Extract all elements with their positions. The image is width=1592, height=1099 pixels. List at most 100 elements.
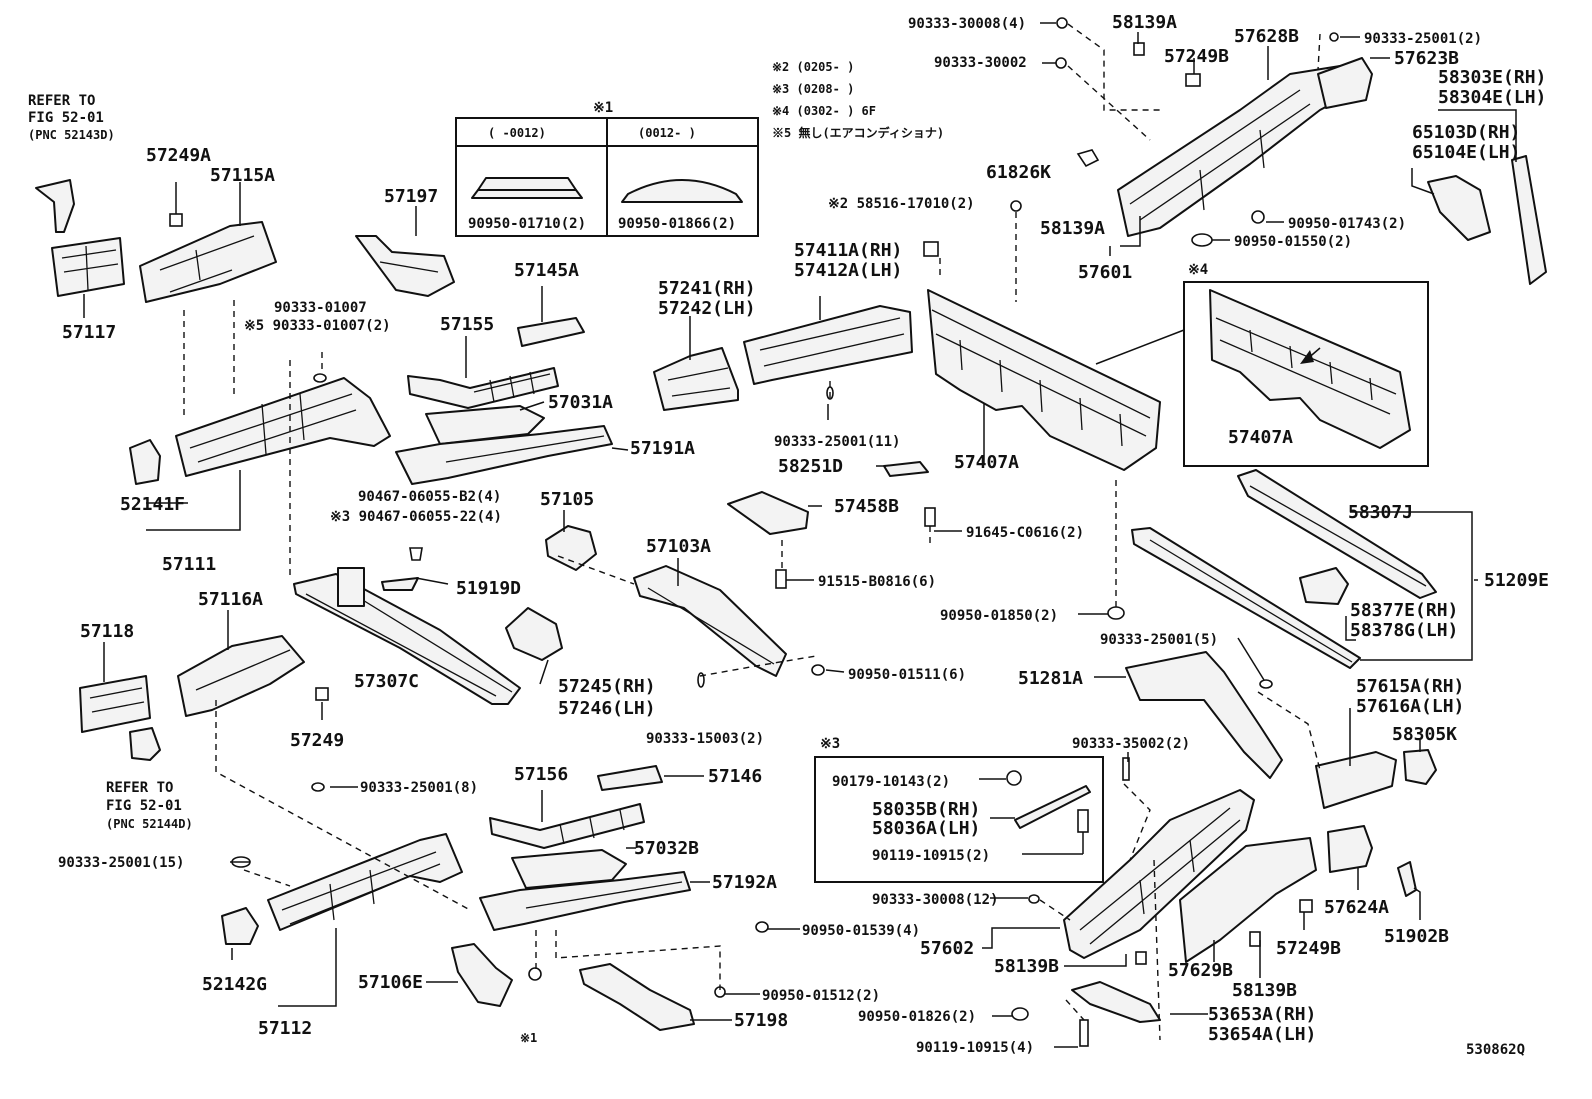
label-57246: 57246(LH)	[558, 698, 656, 719]
label-58251D: 58251D	[778, 456, 843, 477]
bolt-icon	[775, 569, 787, 589]
label-57458B: 57458B	[834, 496, 899, 517]
ref-top-line3: (PNC 52143D)	[28, 128, 115, 142]
label-57155: 57155	[440, 314, 494, 335]
part-58305K-mount	[1403, 749, 1437, 785]
ref-bottom-line3: (PNC 52144D)	[106, 817, 193, 831]
label-90467-b2: 90467-06055-B2(4)	[358, 489, 501, 505]
label-51281A: 51281A	[1018, 668, 1083, 689]
reference-note-top: REFER TO FIG 52-01 (PNC 52143D)	[28, 93, 115, 142]
label-90119-10915-4: 90119-10915(4)	[916, 1040, 1034, 1056]
label-58139B-b: 58139B	[1232, 980, 1297, 1001]
arrow-head-icon	[1300, 350, 1314, 364]
part-57411A-member	[743, 305, 913, 385]
label-91645: 91645-C0616(2)	[966, 525, 1084, 541]
part-57032B-reinforcement	[511, 849, 627, 889]
inset1-col-left: ( -0012)	[488, 126, 546, 140]
plug-icon	[1055, 57, 1067, 69]
label-57156: 57156	[514, 764, 568, 785]
label-58139A-mid: 58139A	[1040, 218, 1105, 239]
label-57249B-top: 57249B	[1164, 46, 1229, 67]
nut-icon	[1191, 233, 1213, 247]
bolt-icon	[924, 507, 936, 527]
label-57111: 57111	[162, 554, 216, 575]
part-57146-reinforcement	[597, 765, 663, 791]
part-57192A-sill	[479, 871, 691, 931]
label-58305K: 58305K	[1392, 724, 1457, 745]
part-52141F-bracket	[129, 439, 161, 485]
bolt-icon	[1122, 757, 1130, 781]
part-57601-front-member	[1117, 65, 1355, 237]
plug-icon	[311, 782, 325, 792]
legend: ※2 (0205- ) ※3 (0208- ) ※4 (0302- ) 6F ※…	[772, 60, 944, 140]
label-90333-25001-2: 90333-25001(2)	[1364, 31, 1482, 47]
hardware	[231, 17, 1339, 1047]
part-57615A-member	[1315, 751, 1397, 809]
part-57155-reinforcement	[407, 367, 559, 409]
part-53653A-bracket	[1071, 981, 1161, 1023]
dash-panel-variant-shape	[1209, 289, 1411, 449]
label-57116A: 57116A	[198, 589, 263, 610]
part-57623B-gusset	[1317, 57, 1373, 109]
clip-icon	[1133, 42, 1145, 56]
label-note1-bottom: ※1	[520, 1031, 537, 1045]
bolt-icon	[1077, 809, 1089, 833]
label-57118: 57118	[80, 621, 134, 642]
label-57032B: 57032B	[634, 838, 699, 859]
clip-icon	[1076, 149, 1100, 168]
assembly-lines	[183, 23, 1321, 1041]
label-90950-01743: 90950-01743(2)	[1288, 216, 1406, 232]
part-57105-extension	[545, 525, 597, 571]
label-90333-01007: 90333-01007	[274, 300, 367, 316]
label-90333-01007-5: ※5 90333-01007(2)	[244, 318, 391, 334]
label-57031A: 57031A	[548, 392, 613, 413]
clip-icon	[1299, 899, 1313, 913]
label-90333-35002: 90333-35002(2)	[1072, 736, 1190, 752]
part-57115A-apron	[139, 213, 277, 303]
part-57156-reinforcement	[489, 803, 645, 849]
inset1-part-right: 90950-01866(2)	[618, 216, 736, 232]
clip-icon	[1185, 73, 1201, 87]
inset4-mark: ※4	[1188, 262, 1208, 278]
clip-57249A-icon	[169, 213, 183, 227]
label-65104E: 65104E(LH)	[1412, 142, 1520, 163]
legend-note-3: ※3 (0208- )	[772, 82, 854, 96]
part-57111-sidemember	[175, 377, 391, 477]
label-57249B-bottom: 57249B	[1276, 938, 1341, 959]
label-58036A: 58036A(LH)	[872, 818, 980, 839]
plug-icon	[313, 373, 327, 383]
label-90333-25001-15: 90333-25001(15)	[58, 855, 184, 871]
clip-icon	[315, 687, 329, 701]
inset-variant-4: ※4 57407A	[1095, 262, 1429, 467]
label-57146: 57146	[708, 766, 762, 787]
part-57245-bracket	[505, 607, 563, 661]
part-58307J-crossmember	[1237, 469, 1437, 599]
part-51209E-frame	[1131, 527, 1361, 669]
label-57117: 57117	[62, 322, 116, 343]
part-57031A-reinforcement	[425, 405, 545, 445]
label-57615A: 57615A(RH)	[1356, 676, 1464, 697]
label-57192A: 57192A	[712, 872, 777, 893]
label-90333-25001-8: 90333-25001(8)	[360, 780, 478, 796]
part-57198-brace	[579, 963, 695, 1031]
label-51902B: 51902B	[1384, 926, 1449, 947]
label-57105: 57105	[540, 489, 594, 510]
label-57602: 57602	[920, 938, 974, 959]
label-57198: 57198	[734, 1010, 788, 1031]
bolt-icon	[1079, 1019, 1089, 1047]
ref-top-line2: FIG 52-01	[28, 110, 104, 126]
label-57197: 57197	[384, 186, 438, 207]
label-57115A: 57115A	[210, 165, 275, 186]
label-57145A: 57145A	[514, 260, 579, 281]
plug-icon	[528, 967, 542, 981]
label-58307J: 58307J	[1348, 502, 1413, 523]
label-51209E: 51209E	[1484, 570, 1549, 591]
bolt-icon	[697, 672, 705, 688]
clip-icon	[409, 547, 423, 561]
clip-icon	[923, 241, 939, 257]
part-57458B-bracket	[727, 491, 809, 535]
part-57624A-bracket	[1327, 825, 1373, 873]
part-57191A-sill	[395, 425, 613, 485]
part-51281A-brace	[1125, 651, 1283, 779]
label-53653A: 53653A(RH)	[1208, 1004, 1316, 1025]
